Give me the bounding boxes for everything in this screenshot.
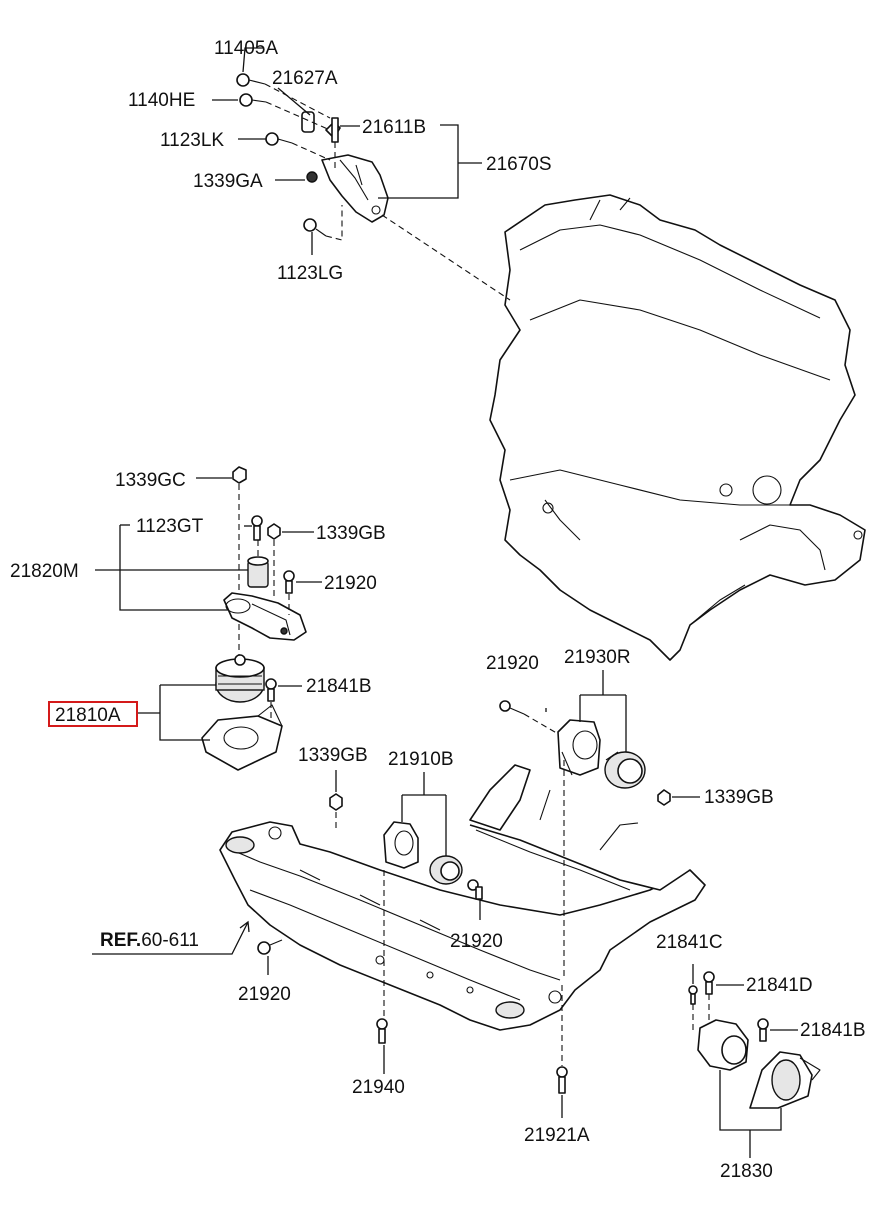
label-21810A[interactable]: 21810A [55,705,121,726]
label-21930R: 21930R [564,647,631,668]
nut-1339GC [232,466,247,484]
label-1123LG: 1123LG [277,263,343,284]
bolt-21920-mid [467,879,483,900]
nut-1339GB-right [657,789,671,806]
bolt-21920-lower-left [257,939,283,955]
label-21841B-lower: 21841B [800,1020,866,1041]
engine-mount-21810A [215,654,265,703]
label-21670S: 21670S [486,154,552,175]
bolt-1123LG [303,218,327,237]
bracket-21930R [557,719,601,776]
bolt-1140HE [239,93,267,107]
label-ref[interactable]: REF.60-611 [100,930,199,951]
bushing-21930R [604,751,646,789]
bolt-21841B-lower [757,1018,769,1042]
label-21920-mid: 21920 [450,931,503,952]
label-21920-right: 21920 [486,653,539,674]
bolt-21841D [703,971,715,995]
label-11405A: 11405A [214,38,278,59]
label-1123LK: 1123LK [160,130,224,151]
bolt-11405A [236,73,266,87]
bolt-21920-upper [283,570,295,594]
subframe [219,764,706,1031]
bracket-21910B [383,821,419,869]
bolt-21920-right [499,700,525,715]
spacer-21820M [247,556,269,588]
label-21910B: 21910B [388,749,454,770]
label-1339GA: 1339GA [193,171,263,192]
bolt-21940 [376,1018,388,1044]
label-21841C: 21841C [656,932,723,953]
bolt-21841B-upper [265,678,277,702]
mount-base-plate [201,704,283,771]
label-1339GB-right: 1339GB [704,787,774,808]
bracket-21820M [223,592,307,641]
bolt-21921A [556,1066,568,1094]
label-21841B-upper: 21841B [306,676,372,697]
label-1339GB-mid: 1339GB [298,745,368,766]
label-21841D: 21841D [746,975,813,996]
bolt-1123LK [265,132,293,146]
nut-1339GB-mid [329,793,343,811]
bolt-1123GT [251,515,263,541]
stud-21611B [331,117,339,143]
label-1140HE: 1140HE [128,90,195,111]
label-1123GT: 1123GT [136,516,204,537]
label-21611B: 21611B [362,117,426,138]
label-1339GB-top: 1339GB [316,523,386,544]
label-1339GC: 1339GC [115,470,186,491]
engine-block [489,194,866,661]
label-21920-lower: 21920 [238,984,291,1005]
label-21627A: 21627A [272,68,338,89]
nut-1339GB-upper [267,523,281,540]
label-21830: 21830 [720,1161,773,1182]
label-21820M: 21820M [10,561,79,582]
label-21920-upper: 21920 [324,573,377,594]
label-21940: 21940 [352,1077,405,1098]
highlight-box-21810A[interactable] [48,701,138,727]
label-21921A: 21921A [524,1125,590,1146]
bushing-21910B [429,855,463,885]
mount-21830 [697,1019,821,1109]
bolt-21841C [688,985,698,1005]
